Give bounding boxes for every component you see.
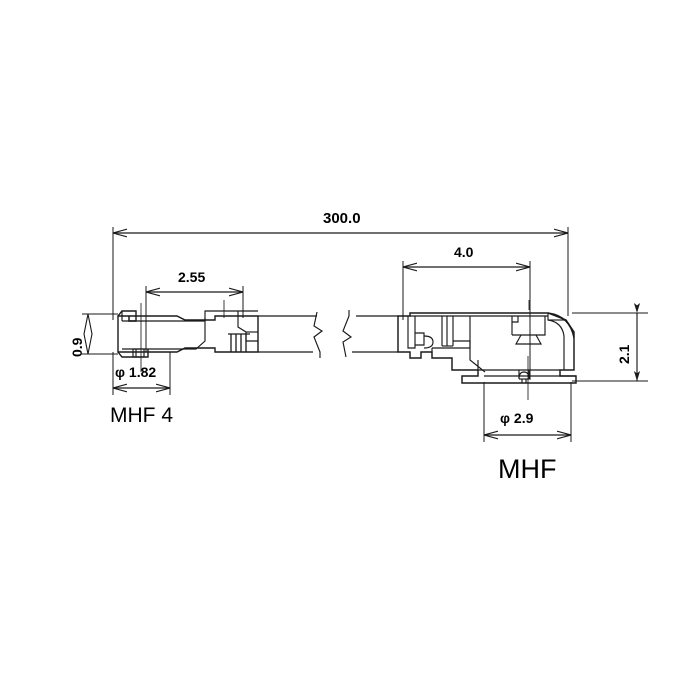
dimension-label-mhf4-cable-height: 0.9 [69, 337, 85, 357]
dimension-label-mhf4-body-length: 2.55 [178, 269, 206, 285]
mhf4-crimp-ribs [228, 333, 250, 352]
dim-line-09 [83, 313, 93, 355]
mhf4-connector-details [121, 310, 258, 358]
center-lines [140, 300, 530, 400]
dimension-label-overall-length: 300.0 [323, 210, 361, 227]
component-label-mhf4: MHF 4 [110, 404, 173, 427]
dimension-label-mhf4-plug-diameter: φ 1.82 [115, 364, 157, 380]
dimension-lines [113, 233, 641, 435]
mhf-shoulder-arc [547, 312, 575, 339]
mhf-connector-details [407, 313, 576, 383]
dimension-label-mhf-connector-height: 2.1 [616, 344, 632, 364]
coax-cable-left [258, 311, 324, 358]
extension-lines [82, 227, 648, 442]
dimension-label-mhf-plug-diameter: φ 2.9 [500, 410, 534, 426]
coax-cable-right [342, 310, 398, 358]
dimension-label-mhf-body-length: 4.0 [454, 244, 474, 260]
mhf-connector-outline [397, 312, 577, 384]
component-label-mhf: MHF [498, 454, 557, 484]
